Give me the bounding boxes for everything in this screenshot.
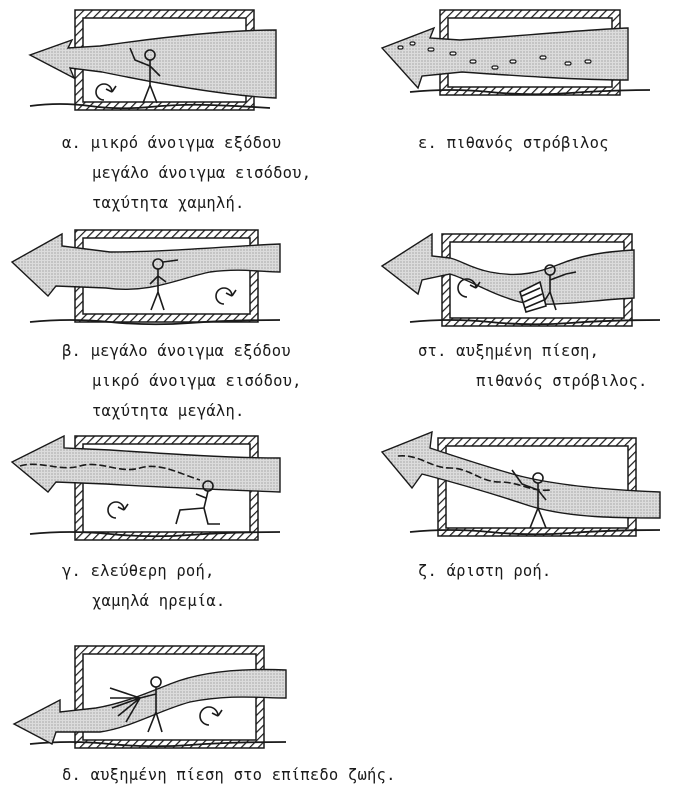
caption-line: μεγάλο άνοιγμα εισόδου, [92,164,312,182]
diagram-panel-e [370,0,697,110]
circular-arrow-icon [199,706,219,726]
caption-line: ζ. άριστη ροή. [418,562,552,580]
caption-line: β. μεγάλο άνοιγμα εξόδου [62,342,291,360]
caption-line: α. μικρό άνοιγμα εξόδου [62,134,282,152]
vortex-particles [397,41,592,70]
room-walls [74,9,255,111]
caption-panel-c: γ. ελεύθερη ροή, χαμηλά ηρεμία. [62,556,225,616]
diagram-panel-d [0,640,300,754]
person-figure-icon [175,480,220,525]
wind-arrow-icon [380,26,629,90]
caption-line: μικρό άνοιγμα εισόδου, [92,372,302,390]
ground-line [29,741,287,748]
flow-streamline [19,463,201,481]
caption-line: ταχύτητα χαμηλή. [92,194,245,212]
person-figure-icon [109,676,163,733]
caption-panel-f: στ. αυξημένη πίεση, πιθανός στρόβιλος. [418,336,648,396]
ground-line [29,319,281,326]
person-figure-icon [519,264,577,313]
ground-line [29,531,281,538]
caption-line: πιθανός στρόβιλος. [476,372,648,390]
wind-arrow-icon [380,232,635,305]
circular-arrow-icon [95,83,113,101]
ground-line [409,529,661,536]
caption-panel-d: δ. αυξημένη πίεση στο επίπεδο ζωής. [62,760,396,790]
circular-arrow-icon [107,501,125,519]
room-walls [437,437,637,537]
room-walls [74,229,259,323]
wind-arrow-icon [10,232,281,298]
caption-line: ε. πιθανός στρόβιλος [418,134,609,152]
caption-line: χαμηλά ηρεμία. [92,592,226,610]
diagram-panel-c [0,428,300,546]
person-figure-icon [129,47,161,104]
flow-streamline [397,455,551,492]
diagram-panel-g [370,428,697,546]
person-figure-icon [511,469,547,529]
caption-panel-e: ε. πιθανός στρόβιλος [418,128,609,158]
caption-panel-b: β. μεγάλο άνοιγμα εξόδου μικρό άνοιγμα ε… [62,336,302,426]
caption-line: ταχύτητα μεγάλη. [92,402,245,420]
caption-line: στ. αυξημένη πίεση, [418,342,600,360]
caption-line: γ. ελεύθερη ροή, [62,562,215,580]
caption-panel-a: α. μικρό άνοιγμα εξόδου μεγάλο άνοιγμα ε… [62,128,311,218]
ground-line [409,319,661,326]
ground-line [409,89,651,96]
wind-arrow-icon [380,430,661,519]
wind-arrow-icon [12,668,287,746]
caption-line: δ. αυξημένη πίεση στο επίπεδο ζωής. [62,766,396,784]
person-figure-icon [149,258,179,311]
caption-panel-g: ζ. άριστη ροή. [418,556,551,586]
circular-arrow-icon [457,278,477,298]
ground-line [29,103,271,110]
diagram-panel-f [370,222,697,336]
circular-arrow-icon [215,287,233,305]
diagram-panel-a [0,0,300,122]
wind-arrow-icon [28,29,277,99]
wind-arrow-icon [10,434,281,493]
diagram-panel-b [0,222,300,330]
room-walls [441,233,633,327]
